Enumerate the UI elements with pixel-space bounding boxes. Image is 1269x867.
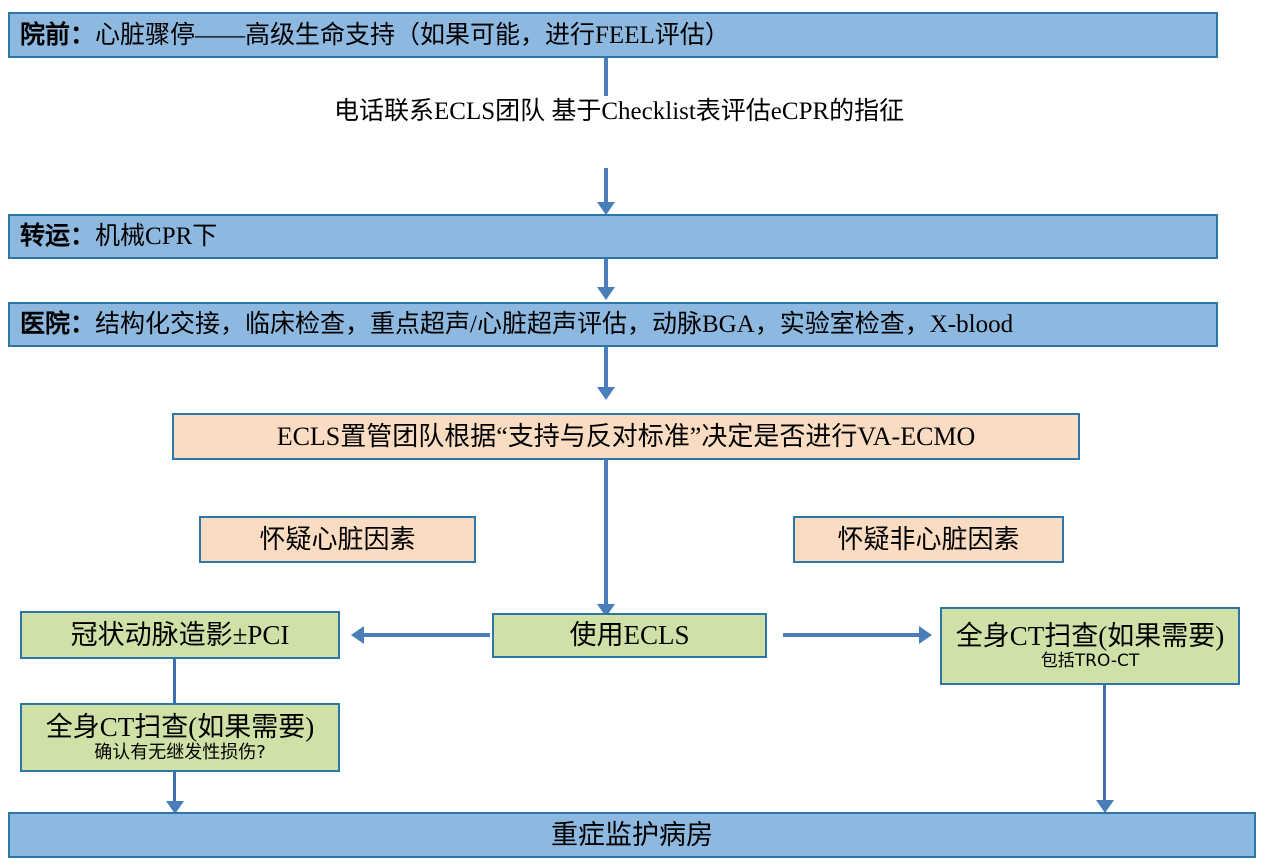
ct-left-sub: 确认有无继发性损伤? [94,741,266,763]
ct-left-main: 全身CT扫查(如果需要) [45,712,315,743]
connector-ct-left-to-icu [173,771,176,807]
connector-coronary-to-ct-left [173,659,176,704]
node-suspected-noncardiac-cause[interactable]: 怀疑非心脏因素 [793,516,1064,563]
node-coronary-angiography[interactable]: 冠状动脉造影±PCI [20,611,340,659]
node-hospital[interactable]: 医院：结构化交接，临床检查，重点超声/心脏超声评估，动脉BGA，实验室检查，X-… [8,302,1218,347]
transport-label: 转运： [20,221,96,250]
prehospital-label: 院前： [20,19,96,49]
arrowhead-to-transport [597,202,615,215]
node-ecls-decision[interactable]: ECLS置管团队根据“支持与反对标准”决定是否进行VA-ECMO [172,413,1080,460]
arrowhead-to-decision [597,387,615,400]
phone-note-line2: 基于Checklist表评估eCPR的指征 [551,98,905,125]
arrowhead-to-hospital [597,287,615,300]
coronary-angio-text: 冠状动脉造影±PCI [70,619,290,650]
connector-hospital-to-decision [604,347,608,389]
ct-right-main: 全身CT扫查(如果需要) [955,621,1225,652]
cardiac-cause-text: 怀疑心脏因素 [259,524,416,554]
arrowhead-to-coronary [351,626,364,644]
noncardiac-cause-text: 怀疑非心脏因素 [837,524,1020,554]
connector-use-ecls-to-ct-right [783,633,921,637]
node-ct-scan-right[interactable]: 全身CT扫查(如果需要) 包括TRO-CT [940,607,1240,685]
connector-use-ecls-to-coronary [364,633,490,637]
hospital-text: 结构化交接，临床检查，重点超声/心脏超声评估，动脉BGA，实验室检查，X-blo… [95,311,1014,338]
icu-text: 重症监护病房 [551,819,713,850]
connector-decision-to-use-ecls [604,460,608,608]
use-ecls-text: 使用ECLS [569,620,690,651]
arrowhead-left-to-icu [166,801,184,814]
connector-transport-to-hospital [604,259,608,289]
node-ct-scan-left[interactable]: 全身CT扫查(如果需要) 确认有无继发性损伤? [20,703,340,772]
node-use-ecls[interactable]: 使用ECLS [492,613,767,658]
connector-prehospital-to-transport-lower [604,168,608,206]
ct-right-sub: 包括TRO-CT [1040,650,1140,671]
hospital-label: 医院： [20,309,96,338]
node-prehospital[interactable]: 院前：心脏骤停——高级生命支持（如果可能，进行FEEL评估） [8,12,1218,58]
node-icu[interactable]: 重症监护病房 [8,812,1256,858]
connector-prehospital-to-transport-upper [604,58,608,96]
transport-text: 机械CPR下 [95,223,218,250]
arrowhead-to-ct-right [919,626,932,644]
prehospital-text: 心脏骤停——高级生命支持（如果可能，进行FEEL评估） [95,21,730,49]
node-suspected-cardiac-cause[interactable]: 怀疑心脏因素 [199,516,476,563]
phone-contact-note: 电话联系ECLS团队 基于Checklist表评估eCPR的指征 [334,96,904,127]
arrowhead-right-to-icu [1096,800,1114,813]
phone-note-line1: 电话联系ECLS团队 [334,98,546,125]
decision-text: ECLS置管团队根据“支持与反对标准”决定是否进行VA-ECMO [276,421,976,451]
connector-ct-right-to-icu [1103,685,1106,805]
node-transport[interactable]: 转运：机械CPR下 [8,214,1218,259]
